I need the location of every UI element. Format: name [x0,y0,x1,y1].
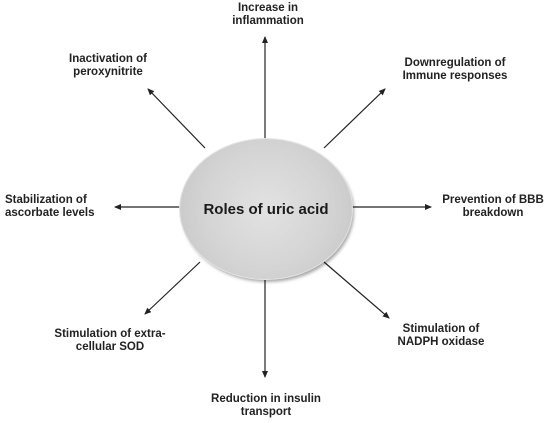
role-bottom-line-1: Reduction in insulin [211,393,321,405]
role-left-line-2: ascorbate levels [5,207,95,219]
role-top-line-2: inflammation [232,15,304,27]
role-top-right-line-2: Immune responses [402,70,508,82]
role-top-line-1: Increase in [237,2,299,14]
role-label-bottom-left: Stimulation of extra- cellular SOD [54,328,165,354]
arrow-top-left [147,88,206,149]
center-title: Roles of uric acid [203,200,329,218]
role-label-top: Increase in inflammation [232,2,304,28]
arrow-bottom-left [144,261,201,315]
role-label-left: Stabilization of ascorbate levels [5,194,95,220]
arrow-bottom-right [323,261,390,319]
arrow-top-right [323,88,386,149]
role-right-line-2: breakdown [462,207,524,219]
role-left-line-1: Stabilization of [5,194,87,206]
role-top-left-line-2: peroxynitrite [73,66,143,78]
role-label-top-right: Downregulation of Immune responses [403,57,508,83]
role-bottom-left-line-1: Stimulation of extra- [54,328,166,340]
role-label-top-left: Inactivation of peroxynitrite [69,53,147,79]
role-top-right-line-1: Downregulation of [404,57,506,69]
role-top-left-line-1: Inactivation of [69,53,147,65]
role-label-bottom-right: Stimulation of NADPH oxidase [398,323,485,349]
center-circle: Roles of uric acid [180,139,352,279]
role-right-line-1: Prevention of BBB [442,194,544,206]
role-bottom-left-line-2: cellular SOD [75,341,145,353]
role-bottom-right-line-1: Stimulation of [402,323,480,335]
role-bottom-line-2: transport [240,406,292,418]
role-bottom-right-line-2: NADPH oxidase [397,336,485,348]
role-label-right: Prevention of BBB breakdown [442,194,544,220]
role-label-bottom: Reduction in insulin transport [211,393,321,419]
